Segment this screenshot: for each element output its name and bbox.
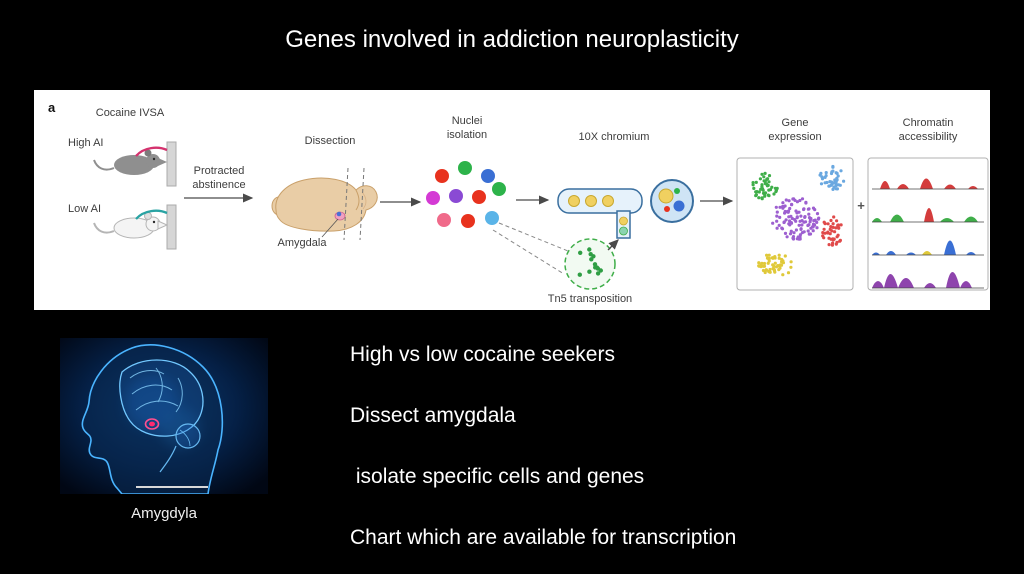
- chromium-device-icon: [557, 179, 694, 239]
- dashed-connector: [498, 222, 569, 252]
- note-dissect-amygdala: Dissect amygdala: [350, 404, 516, 427]
- high-ai-mouse-icon: [93, 141, 177, 187]
- label-chromatin-line1: Chromatin: [903, 117, 954, 129]
- label-nuclei-line2: isolation: [447, 129, 487, 141]
- note-chart-transcription: Chart which are available for transcript…: [350, 526, 737, 549]
- figure-panel-letter: a: [48, 100, 56, 115]
- dashed-connector: [492, 229, 565, 275]
- arrow-icon: [607, 239, 619, 251]
- note-high-vs-low: High vs low cocaine seekers: [350, 343, 615, 366]
- label-protracted-line1: Protracted: [194, 165, 245, 177]
- notes-list: High vs low cocaine seekers Dissect amyg…: [350, 341, 736, 552]
- workflow-figure: a Cocaine IVSA High AI Low AI Protract: [48, 100, 989, 305]
- tn5-transposition-icon: [564, 238, 616, 290]
- figure-panel: a Cocaine IVSA High AI Low AI Protract: [34, 90, 990, 310]
- plus-separator: +: [857, 198, 865, 213]
- brain-image-caption: Amygdyla: [131, 505, 197, 522]
- nuclei-cluster-icon: [426, 161, 506, 228]
- note-isolate-cells: isolate specific cells and genes: [350, 465, 645, 488]
- label-gene-line2: expression: [768, 131, 821, 143]
- label-low-ai: Low AI: [68, 203, 101, 215]
- chromatin-tracks: [867, 157, 989, 291]
- label-chromatin-line2: accessibility: [899, 131, 958, 143]
- label-gene-line1: Gene: [782, 117, 809, 129]
- page-title: Genes involved in addiction neuroplastic…: [285, 26, 739, 53]
- label-tn5: Tn5 transposition: [548, 293, 632, 305]
- label-protracted-line2: abstinence: [192, 179, 245, 191]
- brain-dissection-icon: [271, 167, 378, 241]
- amygdala-brain-image: [60, 338, 268, 495]
- label-high-ai: High AI: [68, 137, 103, 149]
- low-ai-mouse-icon: [93, 204, 177, 250]
- label-10x-chromium: 10X chromium: [579, 131, 650, 143]
- label-cocaine-ivsa: Cocaine IVSA: [96, 107, 165, 119]
- brain-scan-icon: [60, 338, 268, 495]
- label-dissection: Dissection: [305, 135, 356, 147]
- label-amygdala: Amygdala: [278, 237, 328, 249]
- amygdala-marker-icon: [144, 418, 160, 430]
- gene-expression-plot: [736, 157, 854, 291]
- label-nuclei-line1: Nuclei: [452, 115, 483, 127]
